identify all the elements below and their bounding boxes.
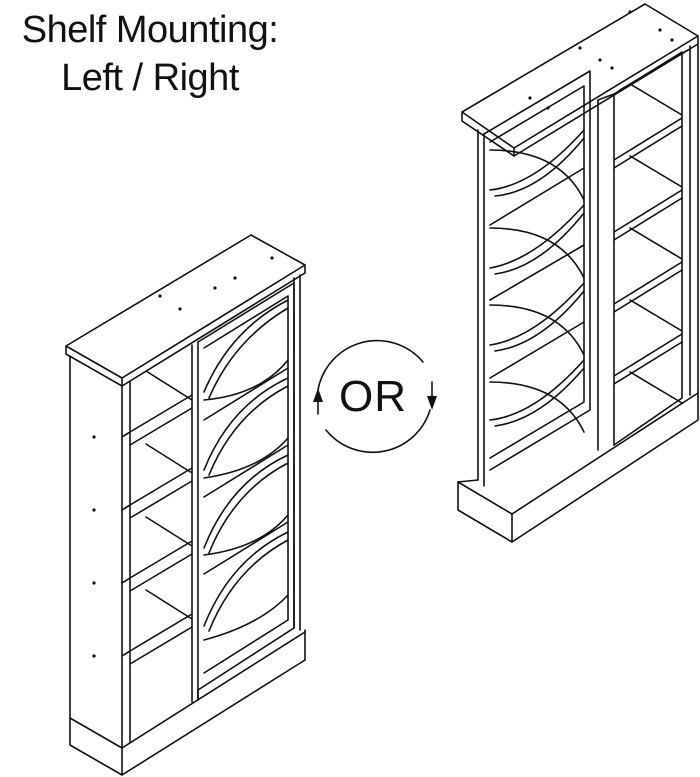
left-shelves [121, 370, 193, 665]
arrow-up-icon [313, 388, 323, 402]
title-line-1: Shelf Mounting: [21, 9, 279, 51]
arrow-down-icon [427, 396, 437, 410]
side-panel [69, 355, 123, 749]
rotation-arrows [313, 339, 437, 454]
top-board-edge [65, 264, 306, 387]
top-board [65, 234, 306, 379]
lattice-panel [197, 282, 295, 691]
divider [597, 93, 615, 101]
diagram-title: Shelf Mounting: Left / Right [0, 6, 300, 102]
right-mounted-bookcase [457, 3, 699, 543]
screw-holes [528, 10, 674, 110]
screw-holes [92, 256, 274, 658]
lattice-panel [483, 70, 591, 471]
left-mounted-bookcase [65, 234, 306, 776]
base-plinth [69, 629, 306, 776]
base-plinth [457, 389, 699, 543]
lower-rotation-arc [325, 409, 431, 454]
upper-rotation-arc [317, 339, 424, 391]
title-line-2: Left / Right [61, 57, 239, 99]
right-shelves [613, 49, 689, 446]
or-label: OR [339, 372, 407, 421]
